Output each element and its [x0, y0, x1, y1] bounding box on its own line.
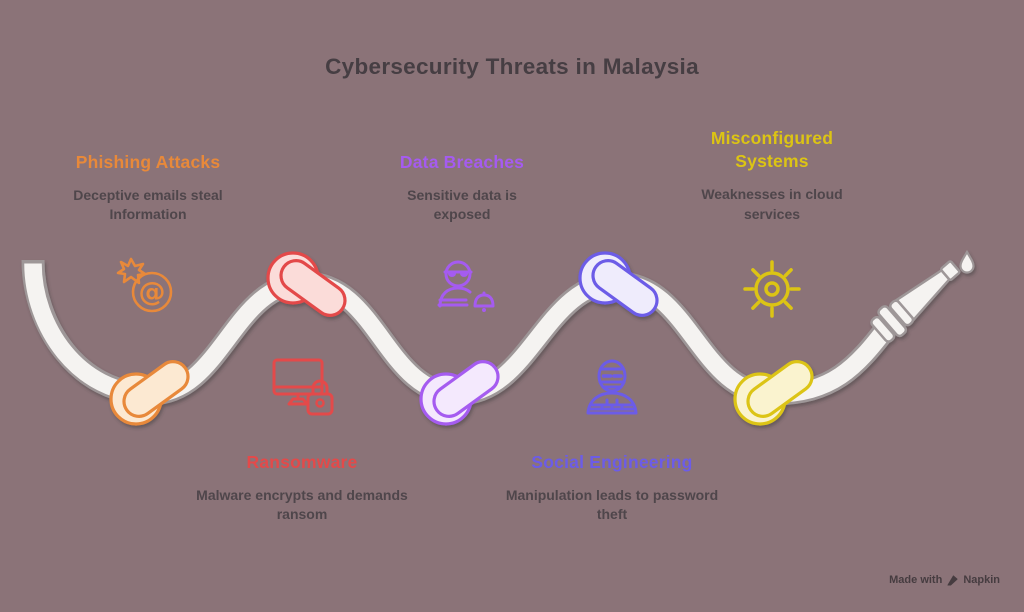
threat-title: Misconfigured Systems [710, 128, 834, 172]
threat-title: Phishing Attacks [75, 152, 221, 172]
email-bomb-icon: @ [116, 257, 180, 316]
threat-description: Deceptive emails steal Information [73, 187, 223, 223]
threat-title: Data Breaches [399, 152, 525, 172]
knot-social-engineering [578, 251, 659, 317]
threat-description: Malware encrypts and demands ransom [196, 487, 408, 523]
knot-misconfigured [733, 360, 814, 426]
knot-data-breaches [419, 360, 500, 426]
threat-label-phishing: Phishing Attacks Deceptive emails steal … [48, 151, 248, 225]
knot-phishing [109, 360, 190, 426]
pen-nib-icon [947, 574, 958, 586]
hose-nozzle-icon [870, 260, 961, 343]
page-title: Cybersecurity Threats in Malaysia [325, 54, 699, 79]
threat-description: Weaknesses in cloud services [701, 186, 843, 222]
threat-label-ransomware: Ransomware Malware encrypts and demands … [192, 451, 412, 525]
knot-ransomware [266, 251, 347, 317]
threat-description: Sensitive data is exposed [407, 187, 517, 223]
threat-label-data-breaches: Data Breaches Sensitive data is exposed [387, 151, 537, 225]
watermark-prefix: Made with [889, 574, 943, 586]
threat-title: Ransomware [246, 452, 358, 472]
threat-label-misconfigured: Misconfigured Systems Weaknesses in clou… [692, 127, 852, 224]
monitor-lock-icon [266, 356, 338, 418]
napkin-watermark[interactable]: Made with Napkin [889, 574, 1000, 586]
svg-text:@: @ [139, 277, 166, 308]
threat-title: Social Engineering [531, 452, 693, 472]
threat-label-social-engineering: Social Engineering Manipulation leads to… [502, 451, 722, 525]
water-drop-icon [959, 249, 975, 274]
spy-bell-icon [433, 259, 497, 317]
gear-icon [742, 259, 802, 319]
masked-person-icon [580, 359, 644, 421]
threat-description: Manipulation leads to password theft [505, 487, 719, 523]
watermark-brand: Napkin [963, 574, 1000, 586]
